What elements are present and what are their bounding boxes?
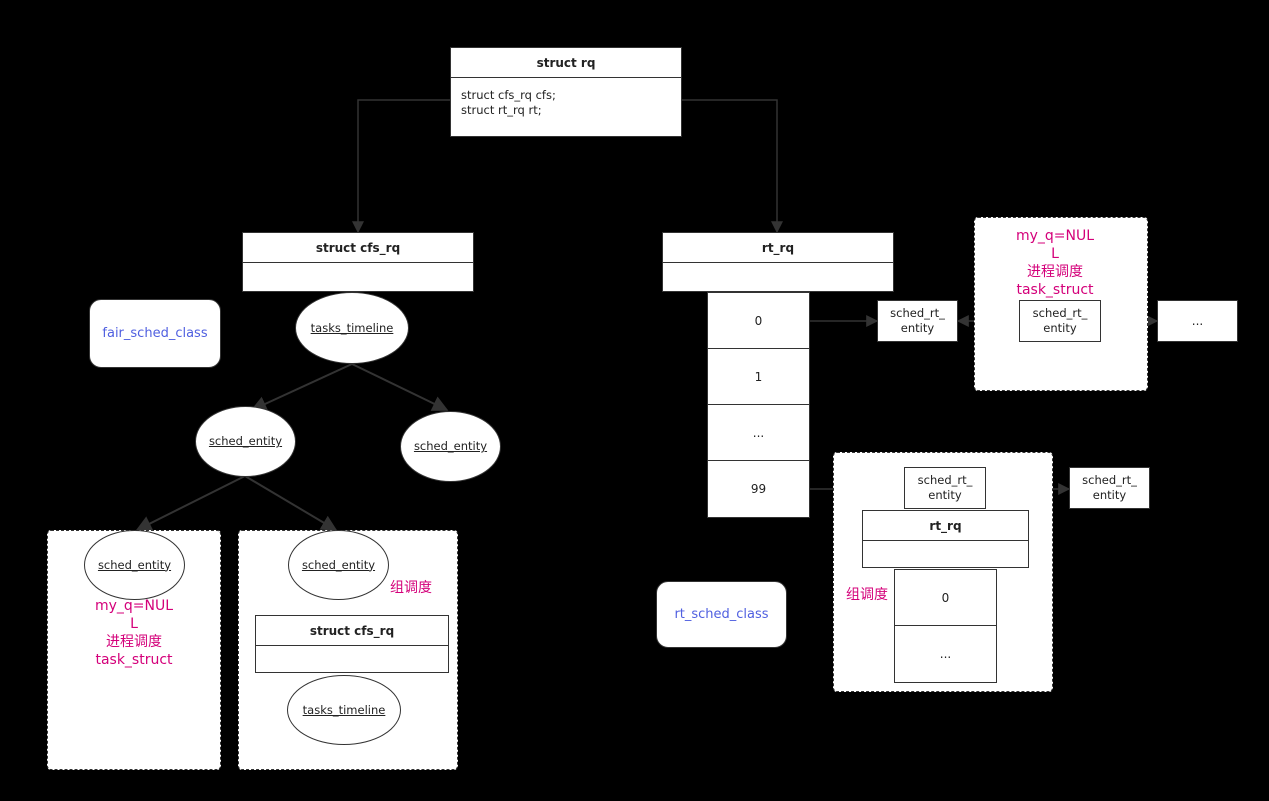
rt-array-cell-ellipsis: ... [707,404,810,462]
process-note-rt-type: 进程调度 [1027,264,1083,280]
sched-rt-entity-group: sched_rt_entity [904,467,986,509]
rt-array-cell-1: 1 [707,348,810,406]
process-note-rt-l: L [1051,246,1059,262]
group-tasks-timeline-node: tasks_timeline [287,675,401,745]
edge-timeline-right [351,363,449,411]
process-note-l: L [130,616,138,632]
struct-rq-field-rt: struct rt_rq rt; [461,103,542,117]
arrow-rq-to-cfs [352,99,450,234]
group-rt-rq-box: rt_rq [862,510,1029,568]
sched-entity-node-right: sched_entity [400,411,501,482]
group-rt-rq-title: rt_rq [863,511,1028,541]
sched-entity-node-left: sched_entity [195,406,296,477]
struct-rq-title: struct rq [451,48,681,78]
struct-rq-fields: struct cfs_rq cfs; struct rt_rq rt; [461,88,556,118]
group-cfs-rq-box: struct cfs_rq [255,615,449,673]
sched-rt-entity-group-next: sched_rt_entity [1069,467,1150,509]
sched-entity-node-process: sched_entity [84,530,185,600]
process-note-type: 进程调度 [106,634,162,650]
group-sched-label-rt: 组调度 [846,587,888,603]
struct-cfs-rq-title: struct cfs_rq [243,233,473,263]
tasks-timeline-node: tasks_timeline [295,292,409,364]
edge-entity-left [135,475,246,531]
process-note-my-q: my_q=NUL [94,598,174,614]
rt-sched-class-label: rt_sched_class [656,581,787,648]
group-rt-array-cell-ellipsis: ... [894,625,997,683]
process-note: my_q=NUL L 进程调度 task_struct [70,597,198,669]
edge-entity-right [244,475,338,531]
sched-entity-node-group: sched_entity [288,530,389,600]
struct-cfs-rq-box: struct cfs_rq [242,232,474,292]
process-note-task: task_struct [95,652,173,668]
group-cfs-rq-title: struct cfs_rq [256,616,448,646]
sched-rt-entity-a: sched_rt_entity [877,300,958,342]
rt-array-cell-0: 0 [707,292,810,350]
process-note-rt-task: task_struct [1016,282,1094,298]
struct-rq-box: struct rq struct cfs_rq cfs; struct rt_r… [450,47,682,137]
arrow-rq-to-rt [681,99,783,234]
rt-rq-title: rt_rq [663,233,893,263]
process-note-rt: my_q=NUL L 进程调度 task_struct [1000,227,1110,299]
struct-rq-field-cfs: struct cfs_rq cfs; [461,88,556,102]
rt-rq-box: rt_rq [662,232,894,292]
group-sched-label-cfs: 组调度 [390,580,432,596]
rt-array-cell-99: 99 [707,460,810,518]
process-note-rt-my-q: my_q=NUL [1015,228,1095,244]
sched-rt-entity-b: sched_rt_entity [1019,300,1101,342]
group-rt-array-cell-0: 0 [894,569,997,627]
fair-sched-class-label: fair_sched_class [89,299,221,368]
sched-rt-entity-more: ... [1157,300,1238,342]
edge-timeline-left [250,363,353,412]
